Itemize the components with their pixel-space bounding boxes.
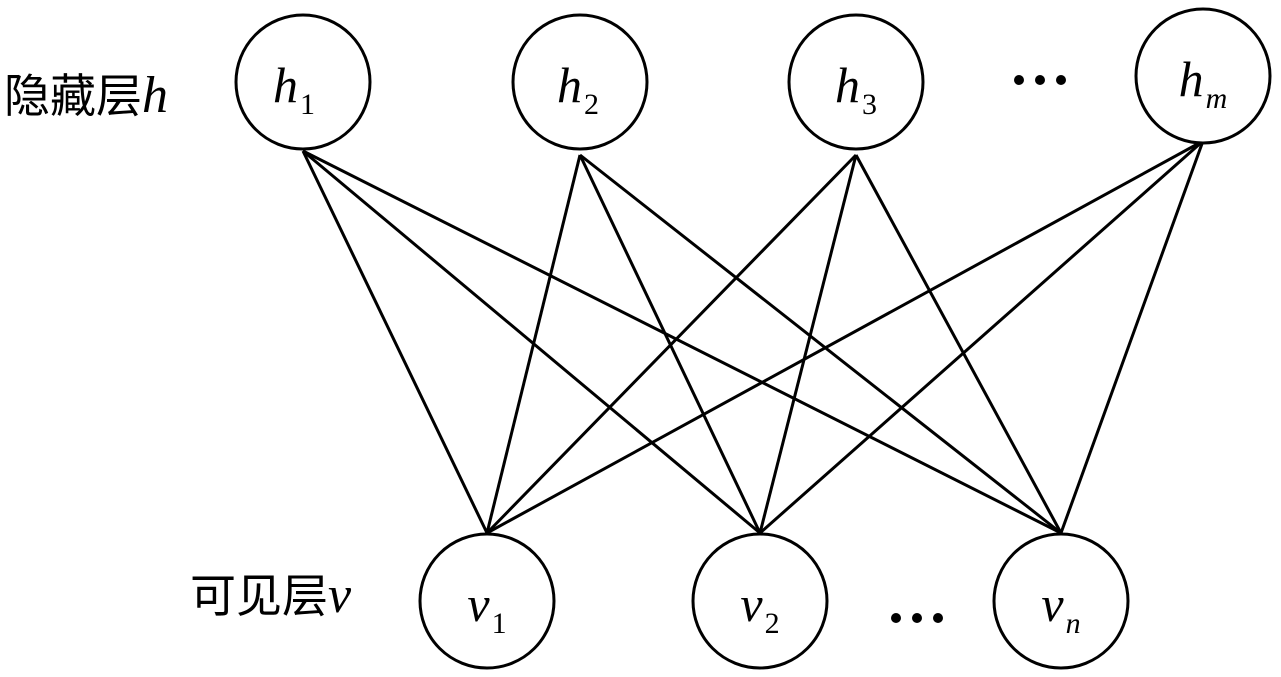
- edge-h1-v2: [302, 149, 761, 535]
- edge-h1-v3: [302, 149, 1062, 535]
- edge-h1-v1: [301, 150, 489, 534]
- svg-text:hm: hm: [1179, 51, 1228, 115]
- edge-h3-v2: [758, 154, 858, 534]
- svg-text:v2: v2: [740, 576, 779, 640]
- hidden-node-var: h: [1179, 51, 1204, 107]
- hidden-layer-label: 隐藏层h: [4, 67, 168, 124]
- svg-text:h3: h3: [835, 57, 877, 121]
- visible-node-var: v: [740, 576, 763, 632]
- visible-layer-label-text: 可见层: [190, 569, 328, 623]
- visible-node-v1: v1: [418, 532, 556, 670]
- visible-node-vn: vn: [992, 532, 1130, 670]
- edge-h4-v2: [759, 139, 1204, 535]
- edge-h3-v3: [854, 154, 1063, 534]
- hidden-node-h1: h1: [234, 13, 372, 151]
- hidden-node-sub: m: [1206, 82, 1228, 115]
- visible-node-sub: 2: [765, 607, 780, 640]
- hidden-node-var: h: [835, 57, 860, 113]
- visible-node-sub: 1: [492, 607, 507, 640]
- hidden-node-var: h: [273, 57, 298, 113]
- hidden-layer-label-text: 隐藏层: [4, 69, 142, 123]
- svg-text:v1: v1: [467, 576, 506, 640]
- svg-text:vn: vn: [1041, 576, 1080, 640]
- visible-node-var: v: [1041, 576, 1064, 632]
- hidden-node-sub: 2: [584, 88, 599, 121]
- visible-layer-symbol: v: [328, 567, 352, 624]
- hidden-node-sub: 1: [300, 88, 315, 121]
- edge-h2-v1: [485, 154, 582, 534]
- edge-h2-v3: [579, 153, 1062, 535]
- edge-h3-v1: [485, 153, 858, 535]
- visible-ellipsis: [891, 613, 943, 623]
- edge-h4-v1: [486, 139, 1204, 535]
- visible-node-v2: v2: [691, 532, 829, 670]
- visible-node-sub: n: [1066, 607, 1081, 640]
- visible-layer-label: 可见层v: [190, 567, 352, 624]
- connection-edges: [301, 139, 1205, 535]
- hidden-node-hm: hm: [1134, 7, 1272, 145]
- visible-node-var: v: [467, 576, 490, 632]
- hidden-node-var: h: [557, 57, 582, 113]
- hidden-node-h3: h3: [787, 13, 925, 151]
- hidden-ellipsis: [1014, 75, 1066, 85]
- hidden-node-h2: h2: [511, 13, 649, 151]
- hidden-node-sub: 3: [862, 88, 877, 121]
- svg-text:h1: h1: [273, 57, 315, 121]
- hidden-layer-symbol: h: [142, 67, 168, 124]
- svg-text:h2: h2: [557, 57, 599, 121]
- edge-h4-v3: [1059, 140, 1205, 534]
